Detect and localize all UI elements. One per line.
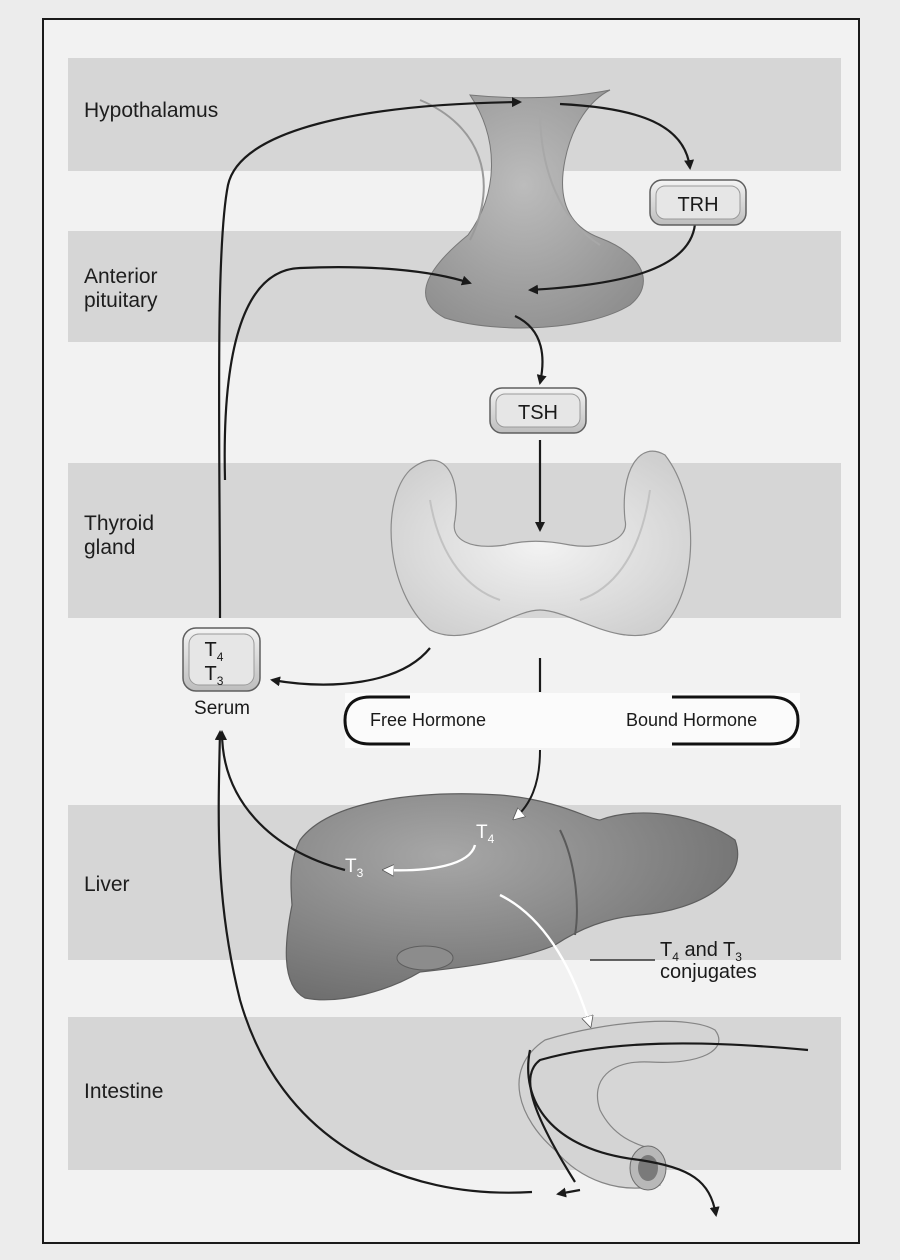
conjugates-line2: conjugates <box>660 961 757 983</box>
arrow-thyroid-to-serum <box>272 648 430 685</box>
free-hormone-label: Free Hormone <box>370 710 486 730</box>
t4-t3-box: T4 T3 <box>183 628 260 691</box>
tsh-label: TSH <box>518 402 558 424</box>
trh-box: TRH <box>650 180 746 225</box>
serum-label: Serum <box>194 698 250 719</box>
arrow-serum-to-hypothalamus <box>219 102 520 618</box>
pituitary-organ <box>420 90 643 328</box>
trh-label: TRH <box>677 194 718 216</box>
bound-hormone-label: Bound Hormone <box>626 710 757 730</box>
tsh-box: TSH <box>490 388 586 433</box>
arrow-to-intestine-entry <box>558 1190 580 1194</box>
